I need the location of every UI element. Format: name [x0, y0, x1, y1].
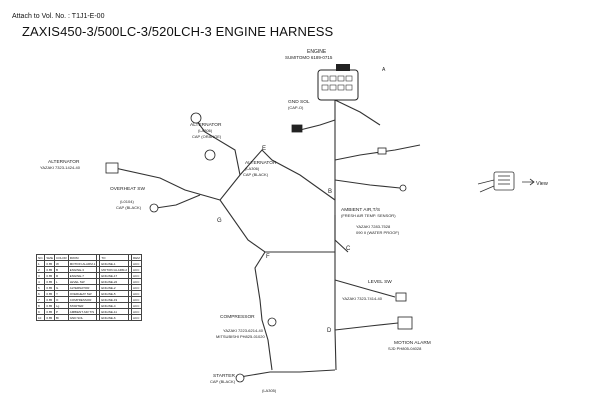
node-e: E	[262, 146, 266, 152]
volume-attach-note: Attach to Vol. No. : T1J1-E-00	[12, 13, 105, 20]
compressor-connector	[267, 317, 277, 327]
alternator-black-label: ALTERNATOR	[245, 160, 277, 166]
ambient-part2: 090 II (WATER PROOF)	[356, 230, 400, 235]
overheat-sw-connector	[149, 203, 159, 213]
alternator-left-label: ALTERNATOR	[48, 159, 80, 165]
alternator-black-part: (LA306)	[245, 166, 260, 171]
node-b: B	[328, 189, 332, 195]
alternator-orange-cap: CAP (ORANGE)	[192, 134, 222, 139]
ambient-label: AMBIENT AIR,T/S	[341, 207, 380, 213]
ambient-sub: (FRESH AIR TEMP. SENSOR)	[341, 213, 396, 218]
alternator-orange-terminal	[190, 112, 202, 124]
node-c: C	[346, 246, 351, 252]
engine-connector	[317, 64, 359, 101]
node-f: F	[266, 254, 270, 260]
starter-part: (LA305)	[262, 388, 277, 393]
engine-part-label: SUMITOMO 6189-0715	[285, 55, 333, 60]
view-a-marker: A	[382, 67, 386, 73]
table-cell	[96, 314, 101, 321]
alternator-black-cap: CAP (BLACK)	[243, 172, 269, 177]
ambient-air-connector	[399, 184, 407, 192]
alternator-black-terminal	[204, 149, 216, 161]
starter-cap: CAP (BLACK)	[210, 379, 236, 384]
ambient-part: YAZAKI 7283-7528	[356, 224, 391, 229]
motion-alarm-label: MOTION ALARM	[394, 340, 431, 346]
table-cell: 10	[35, 314, 46, 321]
view-label: View	[536, 181, 548, 187]
node-d: D	[327, 328, 332, 334]
compressor-part2: YAZAKI 7223-6214-40	[223, 328, 264, 333]
overheat-sw-cap: CAP (BLACK)	[116, 205, 142, 210]
level-sw-label: LEVEL SW	[368, 279, 392, 285]
level-sw-part: YAZAKI 7323-7414-40	[342, 296, 383, 301]
compressor-part: MITSUBISHI PH825-01020	[216, 334, 265, 339]
table-cell	[128, 314, 133, 321]
gnd-sol-sub: (CAP-O)	[288, 105, 304, 110]
alternator-left-part: YAZAKI 7323-1424-40	[40, 165, 81, 170]
starter-label: STARTER	[213, 373, 235, 379]
table-cell: 0.85	[44, 314, 55, 321]
motion-alarm-connector	[397, 316, 413, 330]
table-cell: Br	[54, 314, 69, 321]
table-cell: ACC	[131, 314, 142, 321]
engine-label: ENGINE	[307, 49, 327, 55]
table-cell: ENGINE-6	[99, 314, 130, 321]
alternator-connector	[105, 162, 119, 174]
harness-trunk	[114, 92, 421, 378]
overheat-sw-label: OVERHEAT SW	[110, 186, 145, 192]
ambient-upper-connector	[377, 147, 387, 155]
drawing-title: ZAXIS450-3/500LC-3/520LCH-3 ENGINE HARNE…	[22, 24, 334, 39]
overheat-sw-part: (L0104)	[120, 199, 134, 204]
motion-alarm-part: SJD PH805-04028	[388, 346, 422, 351]
compressor-label: COMPRESSOR	[220, 314, 255, 320]
table-cell: GND SOL	[67, 314, 98, 321]
level-sw-connector	[395, 292, 407, 302]
gnd-sol-label: GND SOL	[288, 99, 310, 105]
view-a-sketch	[477, 171, 535, 193]
alternator-orange-label: ALTERNATOR	[190, 122, 222, 128]
node-g: G	[217, 218, 222, 224]
starter-connector	[235, 373, 245, 383]
gnd-sol-connector	[291, 124, 303, 133]
alternator-orange-part: (LA306)	[198, 128, 213, 133]
